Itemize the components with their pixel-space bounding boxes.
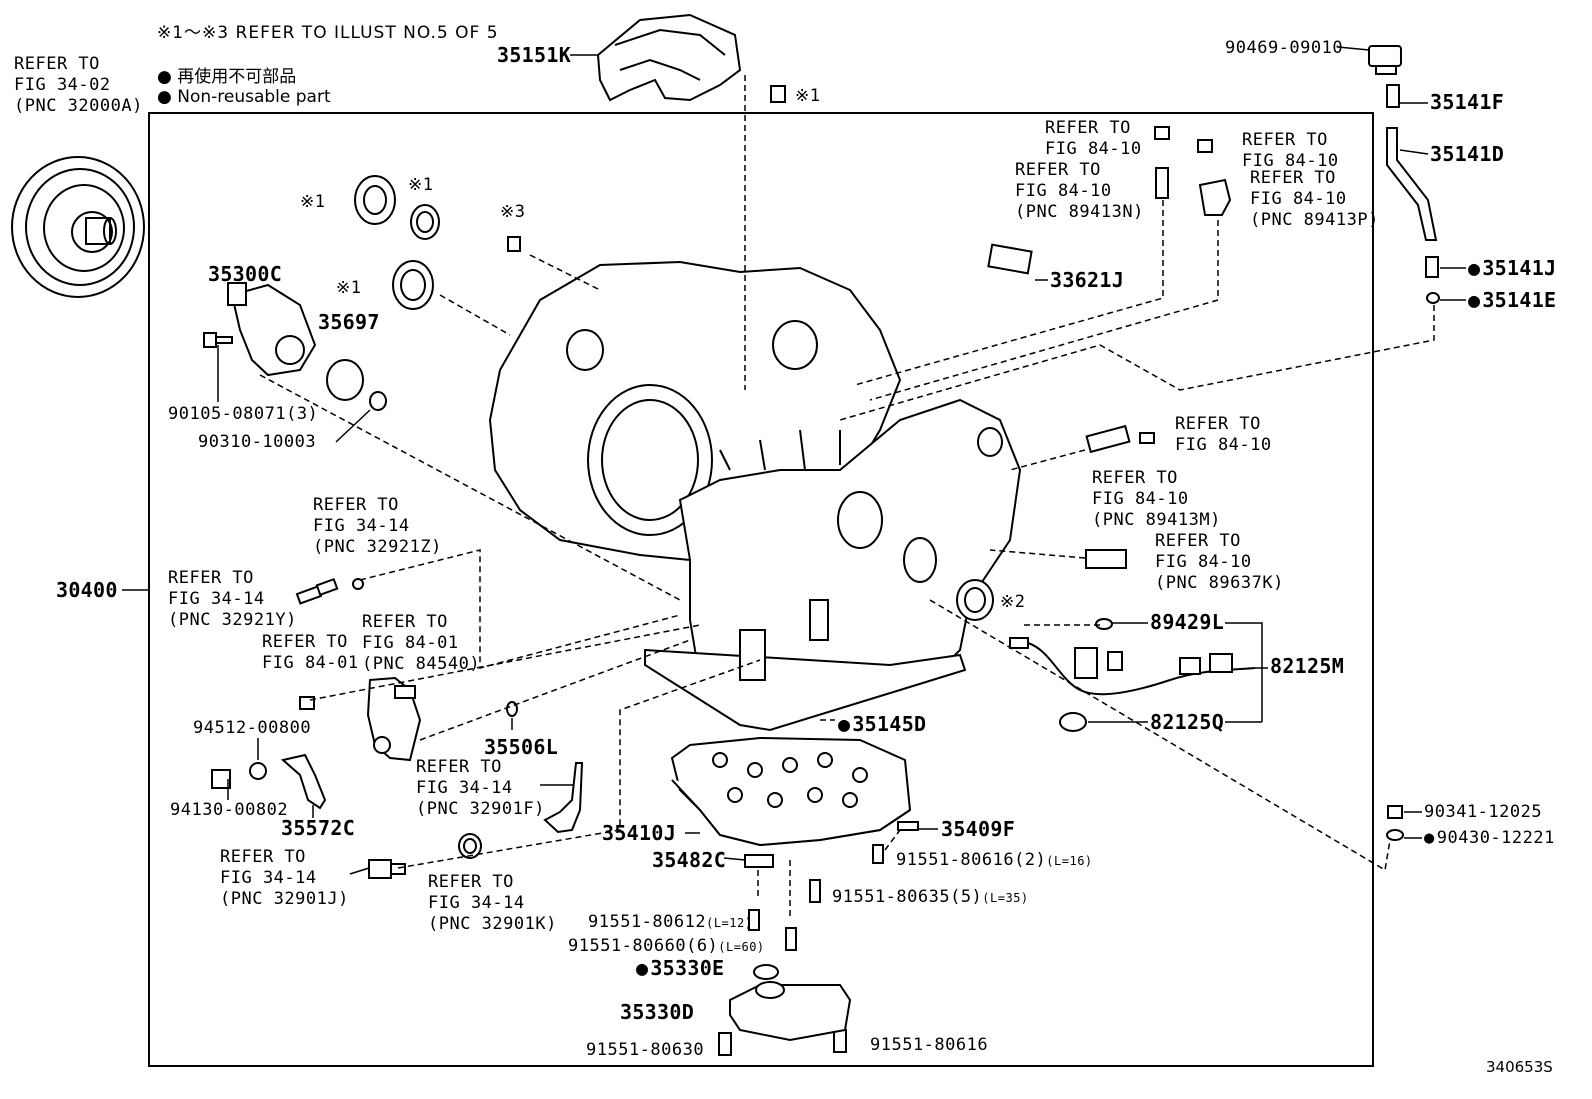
ref-fig-84-10-a[interactable]: REFER TO FIG 84-10 bbox=[1045, 118, 1142, 159]
solid-leaders bbox=[122, 46, 1466, 875]
legend-japanese: ● 再使用不可部品 bbox=[157, 67, 297, 87]
ref-fig-34-14-32901F[interactable]: REFER TO FIG 34-14 (PNC 32901F) bbox=[416, 757, 545, 819]
part-35409F[interactable]: 35409F bbox=[941, 817, 1016, 841]
part-91551-80616[interactable]: 91551-80616 bbox=[870, 1035, 989, 1055]
part-35141E[interactable]: 35141E bbox=[1468, 290, 1556, 310]
part-35141D[interactable]: 35141D bbox=[1430, 142, 1505, 166]
ref-fig-34-14-32901K[interactable]: REFER TO FIG 34-14 (PNC 32901K) bbox=[428, 872, 557, 934]
part-91551-80635-5[interactable]: 91551-80635(5)(L=35) bbox=[832, 887, 1029, 908]
part-35141J[interactable]: 35141J bbox=[1468, 258, 1556, 278]
ref-fig-84-10-c[interactable]: REFER TO FIG 84-10 bbox=[1242, 130, 1339, 171]
part-91551-80612[interactable]: 91551-80612(L=12) bbox=[588, 912, 752, 933]
mark-note-1c: ※1 bbox=[336, 278, 362, 298]
part-91551-80660-6-length: (L=60) bbox=[718, 940, 765, 954]
ref-fig-34-14-32921Z[interactable]: REFER TO FIG 34-14 (PNC 32921Z) bbox=[313, 495, 442, 557]
part-91551-80630[interactable]: 91551-80630 bbox=[586, 1040, 705, 1060]
part-35482C[interactable]: 35482C bbox=[652, 848, 727, 872]
legend-english: ● Non-reusable part bbox=[157, 87, 331, 107]
part-90105-08071[interactable]: 90105-08071(3) bbox=[168, 404, 319, 424]
part-89429L[interactable]: 89429L bbox=[1150, 610, 1225, 634]
pump-35300C bbox=[227, 282, 317, 377]
part-91551-80660-6-number: 91551-80660(6) bbox=[568, 936, 719, 956]
part-91551-80635-5-number: 91551-80635(5) bbox=[832, 887, 983, 907]
dashed-leaders bbox=[259, 75, 1435, 920]
part-90430-12221[interactable]: 90430-12221 bbox=[1424, 828, 1555, 848]
ref-fig-84-10-89413N[interactable]: REFER TO FIG 84-10 (PNC 89413N) bbox=[1015, 160, 1144, 222]
part-35572C[interactable]: 35572C bbox=[281, 816, 356, 840]
part-94512-00800[interactable]: 94512-00800 bbox=[193, 718, 312, 738]
ref-fig-84-01[interactable]: REFER TO FIG 84-01 bbox=[262, 632, 359, 673]
mark-note-1d: ※1 bbox=[795, 86, 821, 106]
harness-82125M bbox=[1009, 637, 1256, 696]
mark-note-3: ※3 bbox=[500, 202, 526, 222]
part-91551-80616-2-number: 91551-80616(2) bbox=[896, 850, 1047, 870]
ref-fig-34-02[interactable]: REFER TO FIG 34-02 (PNC 32000A) bbox=[14, 54, 143, 116]
seals-group bbox=[354, 85, 786, 310]
mark-note-1a: ※1 bbox=[300, 192, 326, 212]
part-91551-80612-number: 91551-80612 bbox=[588, 912, 707, 932]
part-35145D[interactable]: 35145D bbox=[838, 714, 926, 734]
part-35506L[interactable]: 35506L bbox=[484, 735, 559, 759]
part-94130-00802[interactable]: 94130-00802 bbox=[170, 800, 289, 820]
oring-90310 bbox=[369, 391, 387, 411]
oring-35697 bbox=[326, 359, 364, 401]
torque-converter bbox=[11, 156, 145, 298]
illustration-id: 340653S bbox=[1486, 1058, 1553, 1076]
part-82125Q[interactable]: 82125Q bbox=[1150, 710, 1225, 734]
cover-35151K bbox=[596, 13, 742, 102]
part-30400[interactable]: 30400 bbox=[56, 578, 118, 602]
valve-body bbox=[670, 736, 919, 868]
transmission-case bbox=[488, 260, 1022, 732]
bolt-90105 bbox=[203, 332, 233, 348]
ref-fig-34-14-32901J[interactable]: REFER TO FIG 34-14 (PNC 32901J) bbox=[220, 847, 349, 909]
part-90310-10003[interactable]: 90310-10003 bbox=[198, 432, 317, 452]
part-90469-09010[interactable]: 90469-09010 bbox=[1225, 38, 1344, 58]
bolts bbox=[718, 844, 884, 1056]
part-35330D[interactable]: 35330D bbox=[620, 1000, 695, 1024]
left-lower-parts bbox=[211, 577, 584, 879]
mark-note-1b: ※1 bbox=[408, 175, 434, 195]
ref-fig-34-14-32921Y[interactable]: REFER TO FIG 34-14 (PNC 32921Y) bbox=[168, 568, 297, 630]
strainer-35330D bbox=[729, 964, 852, 1042]
part-91551-80616-2-length: (L=16) bbox=[1046, 854, 1093, 868]
part-35330E[interactable]: 35330E bbox=[636, 958, 724, 978]
ref-fig-84-10-89637K[interactable]: REFER TO FIG 84-10 (PNC 89637K) bbox=[1155, 531, 1284, 593]
part-91551-80612-length: (L=12) bbox=[706, 916, 753, 930]
ref-fig-84-10-89413M[interactable]: REFER TO FIG 84-10 (PNC 89413M) bbox=[1092, 468, 1221, 530]
part-90341-12025[interactable]: 90341-12025 bbox=[1424, 802, 1543, 822]
note-refer-illust: ※1～※3 REFER TO ILLUST NO.5 OF 5 bbox=[157, 23, 499, 43]
ref-fig-84-10-89413P[interactable]: REFER TO FIG 84-10 (PNC 89413P) bbox=[1250, 168, 1379, 230]
part-35697[interactable]: 35697 bbox=[318, 310, 380, 334]
part-91551-80635-5-length: (L=35) bbox=[982, 891, 1029, 905]
part-91551-80660-6[interactable]: 91551-80660(6)(L=60) bbox=[568, 936, 765, 957]
part-35141F[interactable]: 35141F bbox=[1430, 90, 1505, 114]
ref-fig-84-01-84540[interactable]: REFER TO FIG 84-01 (PNC 84540) bbox=[362, 612, 481, 674]
ref-fig-84-10-e[interactable]: REFER TO FIG 84-10 bbox=[1175, 414, 1272, 455]
right-parts bbox=[956, 45, 1440, 841]
part-33621J[interactable]: 33621J bbox=[1050, 268, 1125, 292]
part-35410J[interactable]: 35410J bbox=[602, 821, 677, 845]
part-35300C[interactable]: 35300C bbox=[208, 262, 283, 286]
mark-note-2: ※2 bbox=[1000, 592, 1026, 612]
part-82125M[interactable]: 82125M bbox=[1270, 654, 1345, 678]
part-35151K[interactable]: 35151K bbox=[497, 43, 572, 67]
part-91551-80616-2[interactable]: 91551-80616(2)(L=16) bbox=[896, 850, 1093, 871]
